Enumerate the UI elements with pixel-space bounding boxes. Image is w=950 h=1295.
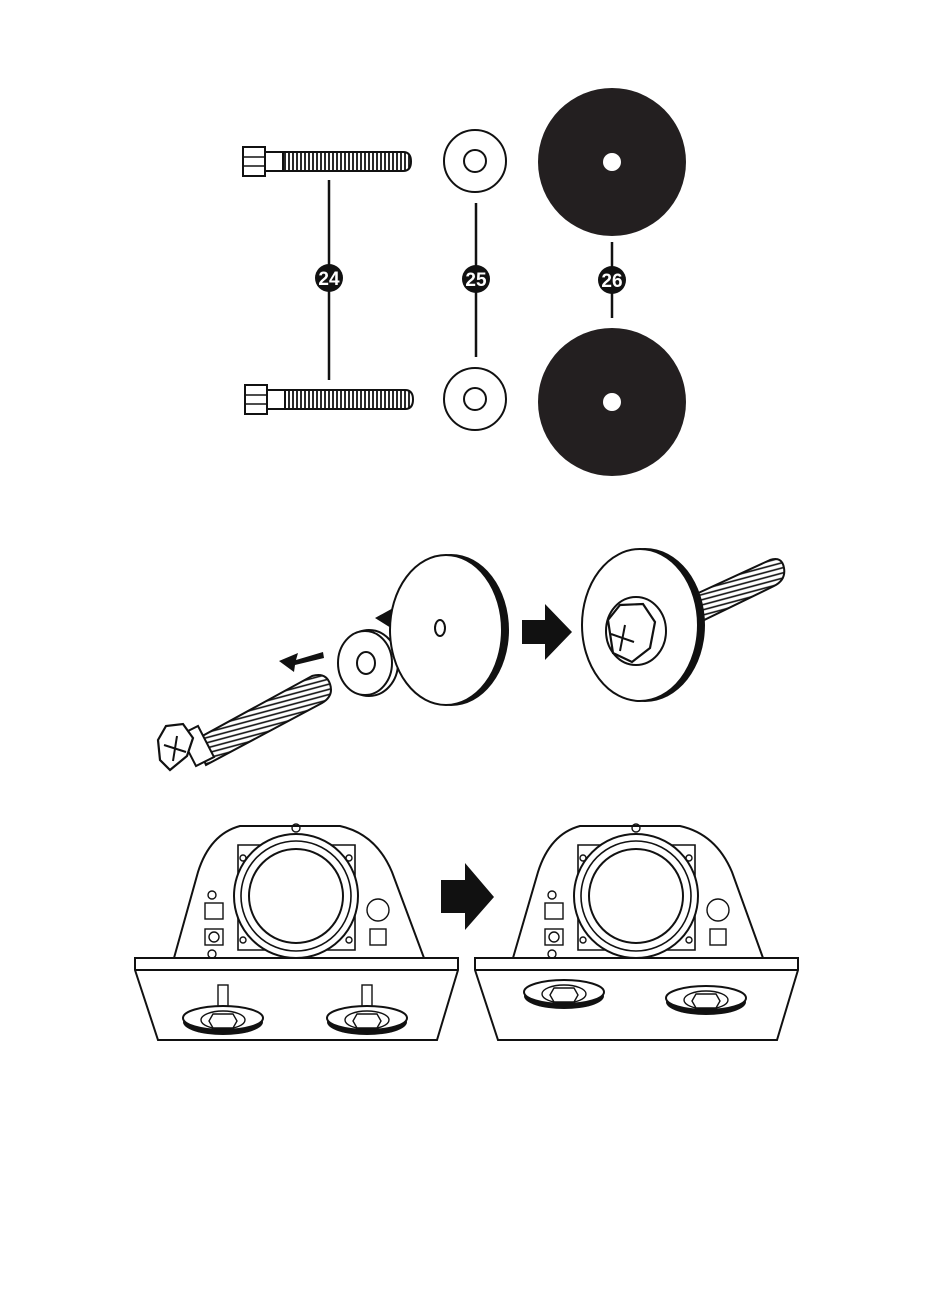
washer-icon [338,630,398,696]
arrow-right-icon [441,863,494,930]
bolt-icon [243,147,411,176]
bolt-icon [245,385,413,414]
assembly-section [158,548,784,770]
callout-26-label: 26 [601,271,622,292]
washer-icon [444,368,506,430]
callout-25: 25 [462,265,490,293]
callout-25-label: 25 [465,270,487,291]
rubber-pad-icon [538,88,686,236]
arrow-right-icon [522,604,572,660]
assembled-foot-icon [582,548,784,702]
arrow-direction-icon [279,652,324,672]
callout-24: 24 [315,264,343,292]
callout-24-label: 24 [318,269,340,290]
subwoofer-speaker-icon [135,824,458,1040]
parts-section: 24 25 26 [243,88,686,476]
rubber-pad-icon [538,328,686,476]
bolt-icon [158,675,331,770]
callout-26: 26 [598,266,626,294]
subwoofer-speaker-icon [475,824,798,1040]
rubber-pad-icon [390,554,509,706]
washer-icon [444,130,506,192]
speaker-section [135,824,798,1040]
